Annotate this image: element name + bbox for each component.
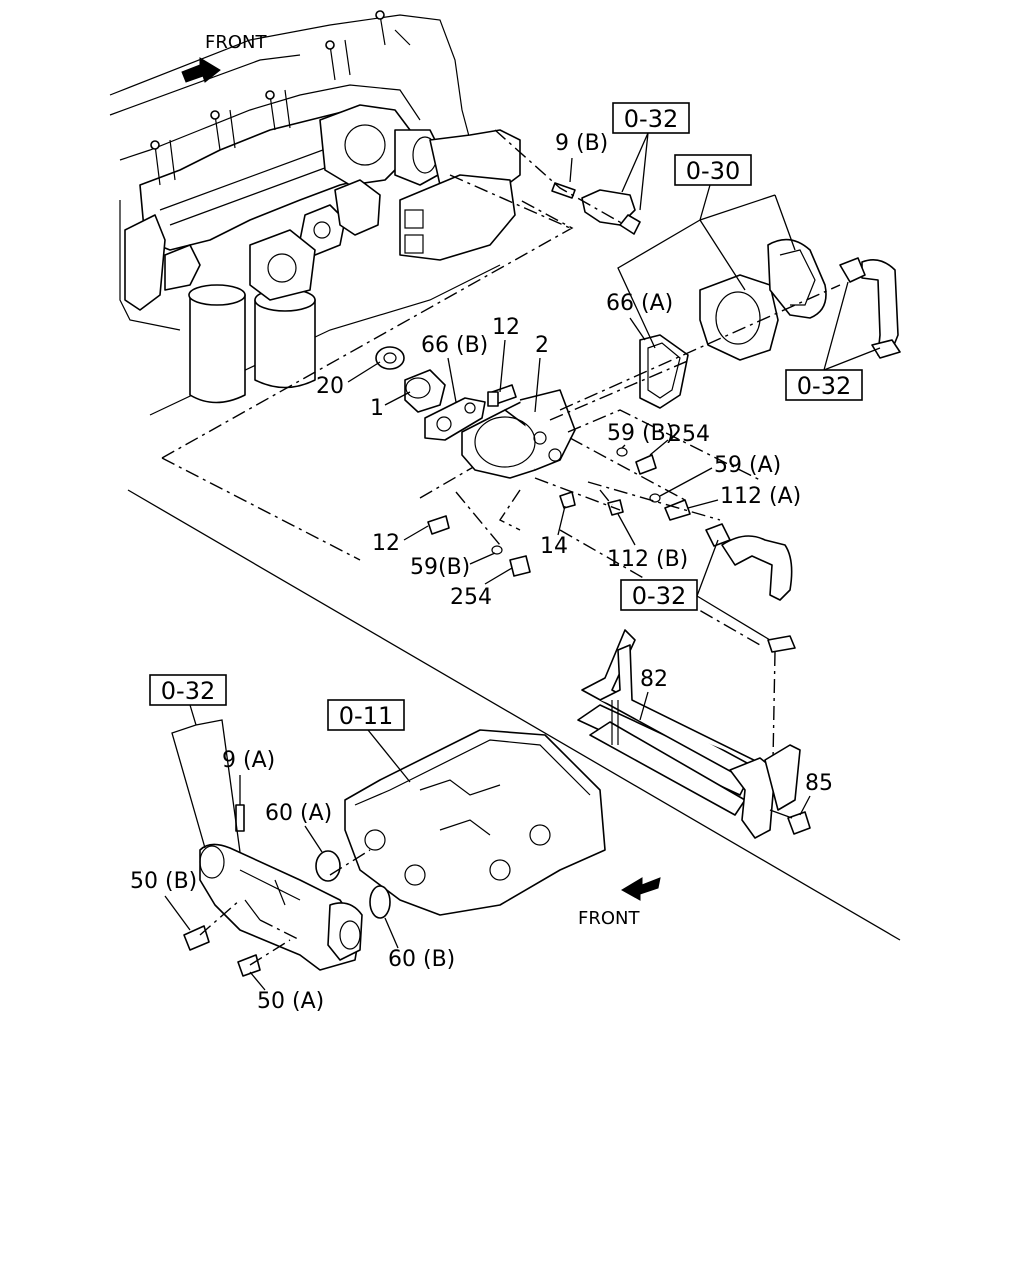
- label-9b: 9 (B): [555, 131, 608, 156]
- label-59b-top: 59 (B): [607, 421, 674, 446]
- label-254-top: 254: [668, 422, 710, 447]
- assembly-outline: [161, 199, 574, 561]
- label-82: 82: [640, 667, 668, 692]
- front-label-bottom: FRONT: [578, 908, 640, 929]
- bolt-254-top: [635, 454, 657, 475]
- label-254-low: 254: [450, 585, 492, 610]
- hose-upper-right: [839, 257, 901, 359]
- label-60b: 60 (B): [388, 947, 455, 972]
- label-50b: 50 (B): [130, 869, 197, 894]
- svg-text:0-32: 0-32: [624, 105, 678, 133]
- front-arrow-top: FRONT: [181, 32, 267, 83]
- label-12-low: 12: [372, 531, 400, 556]
- label-59a: 59 (A): [714, 453, 781, 478]
- oring-59a: [649, 493, 661, 503]
- svg-text:0-30: 0-30: [686, 157, 740, 185]
- section-divider-line: [127, 489, 901, 941]
- oring-59b-low: [491, 545, 503, 555]
- label-50a: 50 (A): [257, 989, 324, 1014]
- ref-box-0-11[interactable]: 0-11: [327, 699, 405, 731]
- bolt-50a: [237, 954, 261, 977]
- cylinder-head-drawing: [344, 729, 606, 916]
- oring-60b: [369, 885, 391, 919]
- part-labels: 9 (B) 66 (A) 12 66 (B) 2 20 1 59 (B) 254…: [130, 131, 833, 1014]
- label-1: 1: [370, 396, 384, 421]
- plug-112b: [607, 499, 624, 516]
- thermostat-1: [404, 369, 446, 413]
- label-59b-low: 59(B): [410, 555, 470, 580]
- ref-box-0-32-top[interactable]: 0-32: [612, 102, 690, 134]
- front-arrow-bottom: FRONT: [578, 877, 661, 929]
- front-arrow-icon: [181, 57, 221, 83]
- water-outlet-manifold: [199, 843, 363, 971]
- front-arrow-icon: [621, 877, 661, 901]
- label-2: 2: [535, 333, 549, 358]
- bolt-9b: [551, 157, 641, 235]
- bolt-12-top: [487, 384, 517, 407]
- label-60a: 60 (A): [265, 801, 332, 826]
- ref-box-0-32-right[interactable]: 0-32: [785, 369, 863, 401]
- svg-text:0-11: 0-11: [339, 702, 393, 730]
- svg-text:0-32: 0-32: [797, 372, 851, 400]
- front-label-top: FRONT: [205, 32, 267, 53]
- gasket-66a: [639, 334, 689, 409]
- label-20: 20: [316, 374, 344, 399]
- fittings-center: [427, 447, 691, 577]
- pipe-assembly-82: [577, 629, 801, 839]
- label-12-top: 12: [492, 315, 520, 340]
- bolt-12-low: [427, 515, 450, 535]
- bolt-85: [769, 809, 811, 835]
- svg-text:0-32: 0-32: [161, 677, 215, 705]
- label-112b: 112 (B): [607, 547, 688, 572]
- svg-text:0-32: 0-32: [632, 582, 686, 610]
- hose-lower-right: [705, 523, 796, 653]
- label-66b: 66 (B): [421, 333, 488, 358]
- ref-box-0-30[interactable]: 0-30: [674, 154, 752, 186]
- ref-box-0-32-left[interactable]: 0-32: [149, 674, 227, 706]
- label-9a: 9 (A): [222, 748, 275, 773]
- label-112a: 112 (A): [720, 484, 801, 509]
- bolt-254-low: [509, 555, 531, 577]
- bolt-112a: [664, 499, 691, 521]
- engine-block-drawing: [109, 10, 521, 416]
- gasket-66b: [424, 397, 486, 441]
- ref-box-0-32-mid[interactable]: 0-32: [620, 579, 698, 611]
- seal-20: [375, 346, 405, 370]
- label-66a: 66 (A): [606, 291, 673, 316]
- oring-59b-top: [616, 447, 628, 457]
- oring-60a: [315, 850, 341, 882]
- label-85: 85: [805, 771, 833, 796]
- label-14: 14: [540, 534, 568, 559]
- plug-14: [559, 491, 576, 509]
